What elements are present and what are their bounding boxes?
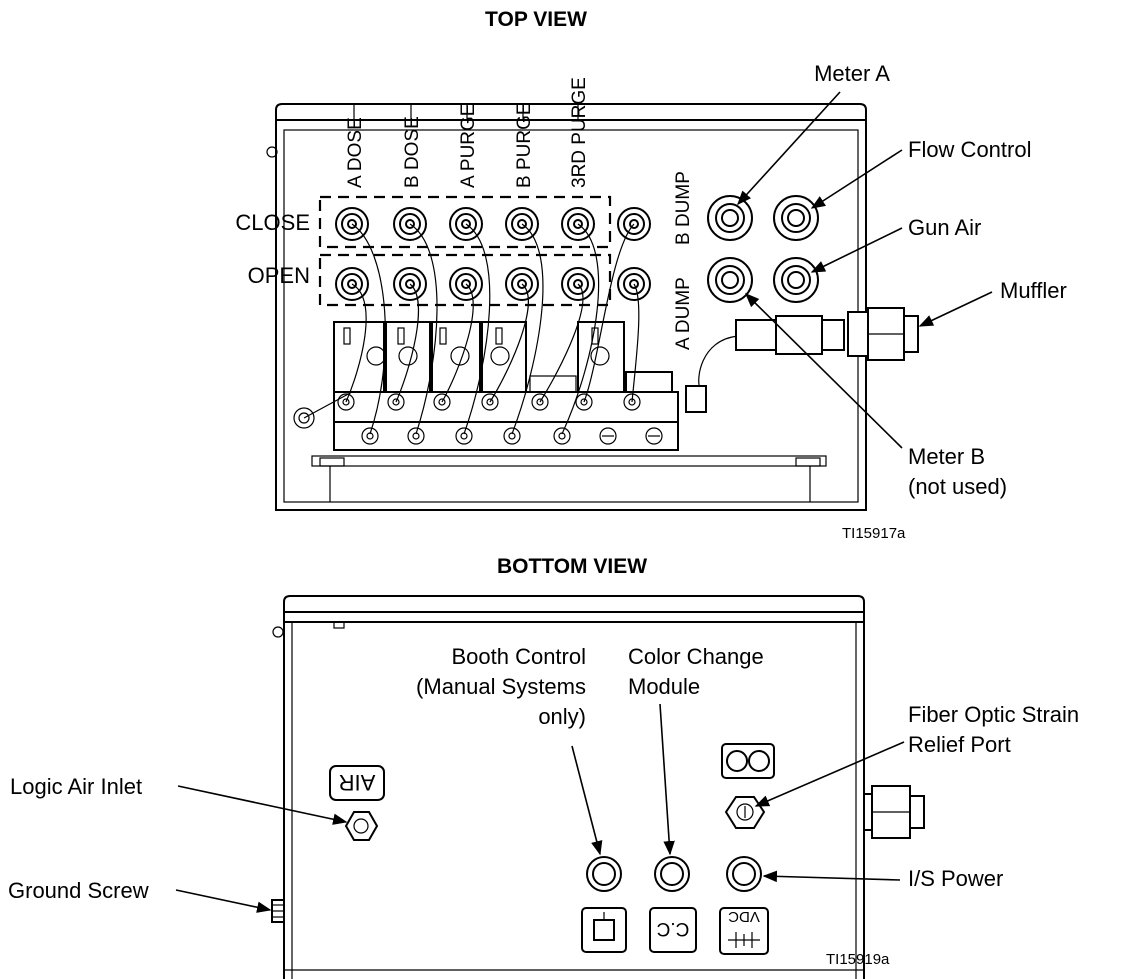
meter-fittings: [707, 195, 819, 303]
booth-control-label: Booth Control: [451, 644, 586, 669]
close-row-label: CLOSE: [235, 210, 310, 235]
valve-label-b-dose: B DOSE: [402, 116, 423, 188]
air-marking-text: AIR: [339, 770, 376, 795]
is-power-label: I/S Power: [908, 866, 1003, 891]
top-view-title: TOP VIEW: [485, 8, 587, 31]
open-row-label: OPEN: [248, 263, 310, 288]
valve-label-a-dose: A DOSE: [345, 117, 366, 188]
muffler-label: Muffler: [1000, 278, 1067, 303]
valve-label-b-purge: B PURGE: [514, 102, 535, 188]
valve-label-3rd-purge: 3RD PURGE: [569, 77, 590, 188]
meter-b-note: (not used): [908, 474, 1007, 499]
fiber-port-block: [721, 743, 775, 829]
solenoid-bank: [333, 321, 673, 393]
air-marking: AIR: [329, 765, 385, 841]
booth-control-note-2: only): [538, 704, 586, 729]
valve-label-b-dump: B DUMP: [673, 171, 694, 245]
color-change-label-2: Module: [628, 674, 700, 699]
meter-a-label: Meter A: [814, 61, 890, 86]
meter-b-label: Meter B: [908, 444, 985, 469]
port-symbols: C.C VDC: [581, 907, 769, 955]
bottom-view-ref: TI15919a: [826, 951, 890, 968]
bottom-view-title: BOTTOM VIEW: [497, 555, 647, 578]
valve-label-a-purge: A PURGE: [458, 104, 479, 188]
fiber-optic-label-2: Relief Port: [908, 732, 1011, 757]
valve-label-a-dump: A DUMP: [673, 277, 694, 350]
side-fitting: [863, 785, 925, 839]
vdc-marking-text: VDC: [728, 908, 760, 925]
booth-control-note-1: (Manual Systems: [416, 674, 586, 699]
top-view-ref: TI15917a: [842, 525, 906, 542]
bottom-ports: [586, 856, 762, 892]
tubing: [345, 223, 739, 435]
valve-fittings: [335, 207, 663, 445]
muffler-assembly: [685, 307, 919, 413]
bottom-view: BOTTOM VIEW AIR: [8, 555, 1079, 979]
ground-screw-label: Ground Screw: [8, 878, 149, 903]
cc-marking-text: C.C: [657, 918, 690, 939]
bottom-leaders: [175, 703, 905, 913]
valve-groups: [318, 195, 612, 307]
logic-air-inlet-label: Logic Air Inlet: [10, 774, 142, 799]
manifold: [293, 391, 679, 451]
fiber-optic-label: Fiber Optic Strain: [908, 702, 1079, 727]
color-change-label: Color Change: [628, 644, 764, 669]
valve-label-ticks: [353, 104, 579, 120]
top-view: TOP VIEW CLOSE OPEN A DOSE B DOSE A PURG…: [235, 8, 1066, 542]
ground-screw: [271, 899, 285, 923]
flow-control-label: Flow Control: [908, 137, 1031, 162]
top-leaders: [737, 91, 993, 449]
gun-air-label: Gun Air: [908, 215, 981, 240]
